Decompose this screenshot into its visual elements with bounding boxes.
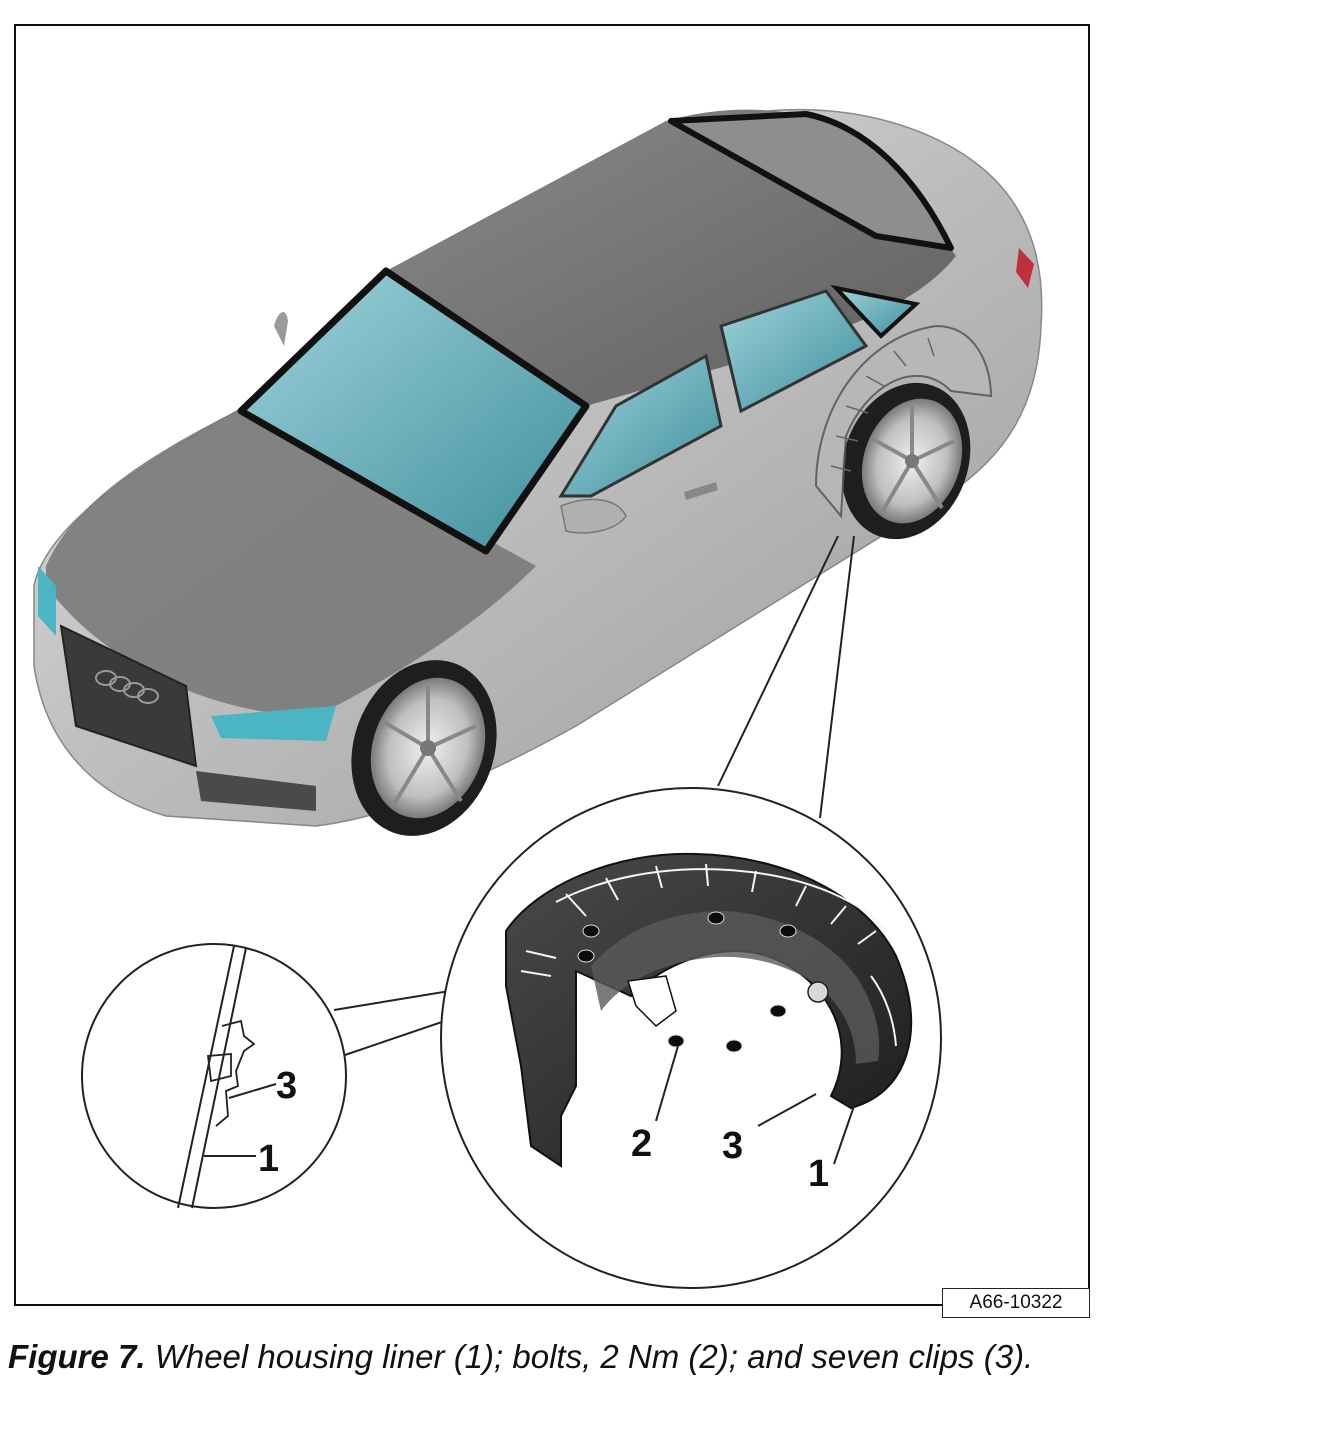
grille-rings xyxy=(95,670,159,704)
small-callout-liner: 1 xyxy=(258,1138,279,1180)
rear-wheel-liner-ghost xyxy=(814,324,993,519)
callout-liner: 1 xyxy=(808,1153,829,1195)
car-wheel-liner-diagram: 2 3 1 3 1 xyxy=(33,108,1043,1289)
clip-detail-bracket xyxy=(215,1019,256,1127)
front-side-window xyxy=(558,353,723,498)
callout-bolts: 2 xyxy=(631,1123,652,1165)
rear-side-window xyxy=(719,289,869,414)
caption-text: Wheel housing liner (1); bolts, 2 Nm (2)… xyxy=(145,1338,1034,1375)
rear-wheel xyxy=(841,382,971,540)
callout-leaders xyxy=(655,1045,855,1165)
front-bumper xyxy=(196,771,316,811)
figure-code-label: A66-10322 xyxy=(942,1288,1090,1318)
side-mirror xyxy=(560,498,627,534)
car-hood xyxy=(46,406,536,716)
small-callout-clips: 3 xyxy=(276,1065,297,1107)
liner-inner-panel xyxy=(591,911,880,1064)
car-illustration xyxy=(33,108,1043,836)
clip-detail-clip xyxy=(206,1053,232,1083)
clip-detail-circle: 3 1 xyxy=(81,943,347,1209)
liner-flap xyxy=(627,975,677,1027)
liner-bolts xyxy=(577,911,797,1053)
liner-detail-circle: 2 3 1 xyxy=(440,787,942,1289)
rear-window xyxy=(668,111,954,251)
liner-edge-clips xyxy=(520,863,897,1047)
caption-label: Figure 7. xyxy=(8,1338,146,1375)
headlight-right xyxy=(211,706,336,741)
front-wheel xyxy=(351,660,497,836)
figure-frame: 2 3 1 3 1 A66-10322 xyxy=(14,24,1090,1318)
antenna-mirror xyxy=(274,311,288,346)
quarter-window xyxy=(830,284,921,339)
clip-detail-liner-edge xyxy=(191,947,247,1209)
clip-detail-panel-edge xyxy=(177,945,235,1209)
windshield xyxy=(237,267,590,555)
tail-light xyxy=(1016,248,1034,288)
callout-clips: 3 xyxy=(722,1125,743,1167)
door-handle xyxy=(684,482,718,500)
figure-caption: Figure 7. Wheel housing liner (1); bolts… xyxy=(8,1338,1328,1376)
liner-ghost-ribs xyxy=(830,337,935,472)
headlight-left xyxy=(38,566,56,636)
